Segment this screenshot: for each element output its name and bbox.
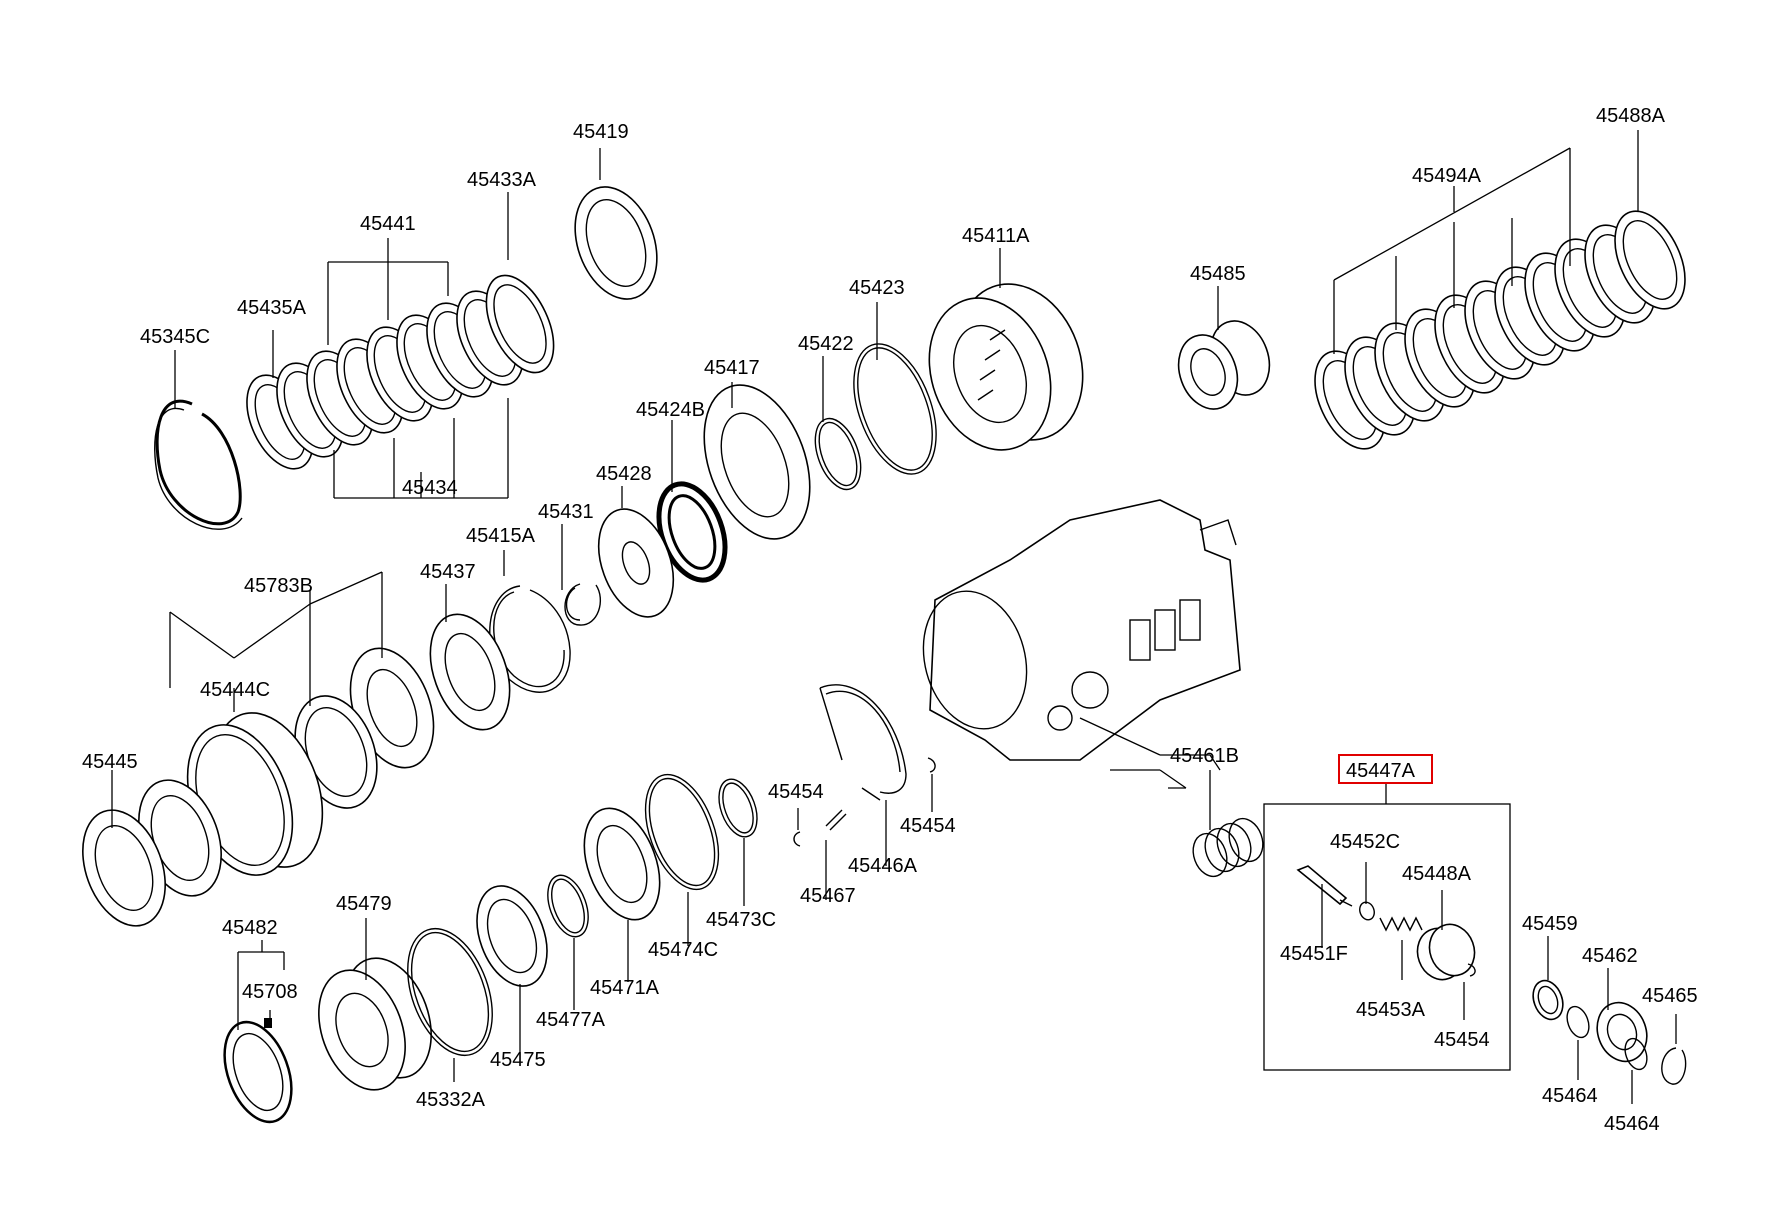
label-45423[interactable]: 45423 bbox=[849, 277, 905, 299]
part-45428[interactable] bbox=[585, 499, 687, 628]
label-45417[interactable]: 45417 bbox=[704, 357, 760, 379]
label-45464-a[interactable]: 45464 bbox=[1542, 1085, 1598, 1107]
part-45459[interactable] bbox=[1528, 976, 1568, 1023]
part-45419[interactable] bbox=[560, 176, 671, 311]
part-45467[interactable] bbox=[825, 809, 847, 831]
label-45435A[interactable]: 45435A bbox=[237, 297, 307, 319]
label-45479[interactable]: 45479 bbox=[336, 893, 392, 915]
label-45485[interactable]: 45485 bbox=[1190, 263, 1246, 285]
label-45462[interactable]: 45462 bbox=[1582, 945, 1638, 967]
part-45482[interactable] bbox=[212, 1013, 304, 1131]
part-45475[interactable] bbox=[464, 876, 560, 996]
part-45448A[interactable] bbox=[1410, 918, 1481, 986]
label-45454-left[interactable]: 45454 bbox=[768, 781, 824, 803]
part-45454-clip-right[interactable] bbox=[927, 757, 936, 773]
label-45454-box[interactable]: 45454 bbox=[1434, 1029, 1490, 1051]
label-45445[interactable]: 45445 bbox=[82, 751, 138, 773]
part-45473C[interactable] bbox=[712, 774, 764, 842]
part-45454-clip-box[interactable] bbox=[1467, 963, 1476, 977]
label-45415A[interactable]: 45415A bbox=[466, 525, 536, 547]
part-45437[interactable] bbox=[416, 603, 525, 740]
part-45345C[interactable] bbox=[154, 399, 243, 530]
part-45423[interactable] bbox=[838, 333, 952, 485]
part-labels: 45419 45433A 45441 45435A 45345C 45434 4… bbox=[82, 105, 1698, 1135]
part-45431[interactable] bbox=[564, 583, 601, 626]
label-45471A[interactable]: 45471A bbox=[590, 977, 660, 999]
label-45437[interactable]: 45437 bbox=[420, 561, 476, 583]
label-45494A[interactable]: 45494A bbox=[1412, 165, 1482, 187]
part-45415A[interactable] bbox=[489, 585, 571, 693]
part-45462[interactable] bbox=[1589, 996, 1655, 1069]
part-clutch-pack-right[interactable] bbox=[1301, 200, 1699, 460]
leader-lines bbox=[111, 130, 1677, 1104]
part-45464-a[interactable] bbox=[1563, 1004, 1593, 1041]
label-45447A[interactable]: 45447A bbox=[1346, 760, 1416, 782]
label-45431[interactable]: 45431 bbox=[538, 501, 594, 523]
label-45477A[interactable]: 45477A bbox=[536, 1009, 606, 1031]
part-45479[interactable] bbox=[303, 946, 447, 1102]
label-45448A[interactable]: 45448A bbox=[1402, 863, 1472, 885]
label-45464-b[interactable]: 45464 bbox=[1604, 1113, 1660, 1135]
label-45446A[interactable]: 45446A bbox=[848, 855, 918, 877]
highlight-box bbox=[1338, 754, 1433, 784]
label-45708[interactable]: 45708 bbox=[242, 981, 298, 1003]
part-45451F[interactable] bbox=[1296, 865, 1353, 907]
label-45419[interactable]: 45419 bbox=[573, 121, 629, 143]
part-45446A[interactable] bbox=[819, 684, 907, 801]
label-45424B[interactable]: 45424B bbox=[636, 399, 705, 421]
part-45417[interactable] bbox=[685, 370, 830, 553]
label-45453A[interactable]: 45453A bbox=[1356, 999, 1426, 1021]
label-45345C[interactable]: 45345C bbox=[140, 326, 210, 348]
label-45459[interactable]: 45459 bbox=[1522, 913, 1578, 935]
transmission-housing[interactable] bbox=[909, 499, 1241, 761]
part-45464-b[interactable] bbox=[1621, 1036, 1651, 1073]
label-45475[interactable]: 45475 bbox=[490, 1049, 546, 1071]
label-45452C[interactable]: 45452C bbox=[1330, 831, 1400, 853]
part-45332A[interactable] bbox=[392, 917, 509, 1067]
part-45477A[interactable] bbox=[540, 870, 596, 942]
label-45474C[interactable]: 45474C bbox=[648, 939, 718, 961]
part-45471A[interactable] bbox=[570, 798, 674, 930]
part-45411A[interactable] bbox=[909, 266, 1104, 467]
part-45465[interactable] bbox=[1661, 1047, 1687, 1085]
part-45422[interactable] bbox=[807, 412, 870, 495]
label-45411A[interactable]: 45411A bbox=[962, 225, 1030, 247]
label-45428[interactable]: 45428 bbox=[596, 463, 652, 485]
label-45488A[interactable]: 45488A bbox=[1596, 105, 1666, 127]
label-45444C[interactable]: 45444C bbox=[200, 679, 270, 701]
label-45332A[interactable]: 45332A bbox=[416, 1089, 486, 1111]
part-45453A[interactable] bbox=[1379, 916, 1423, 932]
label-45422[interactable]: 45422 bbox=[798, 333, 854, 355]
part-45461B[interactable] bbox=[1187, 814, 1268, 881]
label-45461B[interactable]: 45461B bbox=[1170, 745, 1239, 767]
label-45467[interactable]: 45467 bbox=[800, 885, 856, 907]
label-45434[interactable]: 45434 bbox=[402, 477, 458, 499]
part-45452C[interactable] bbox=[1357, 900, 1376, 922]
part-45445[interactable] bbox=[68, 769, 236, 938]
part-45474C[interactable] bbox=[631, 765, 732, 900]
label-45454-right[interactable]: 45454 bbox=[900, 815, 956, 837]
label-45451F[interactable]: 45451F bbox=[1280, 943, 1348, 965]
label-45482[interactable]: 45482 bbox=[222, 917, 278, 939]
label-45441[interactable]: 45441 bbox=[360, 213, 416, 235]
part-clutch-pack-left[interactable] bbox=[233, 265, 567, 479]
label-45783B[interactable]: 45783B bbox=[244, 575, 313, 597]
label-45433A[interactable]: 45433A bbox=[467, 169, 537, 191]
part-45454-clip-left[interactable] bbox=[793, 831, 801, 847]
label-45465[interactable]: 45465 bbox=[1642, 985, 1698, 1007]
label-45473C[interactable]: 45473C bbox=[706, 909, 776, 931]
part-45485[interactable] bbox=[1169, 313, 1280, 418]
